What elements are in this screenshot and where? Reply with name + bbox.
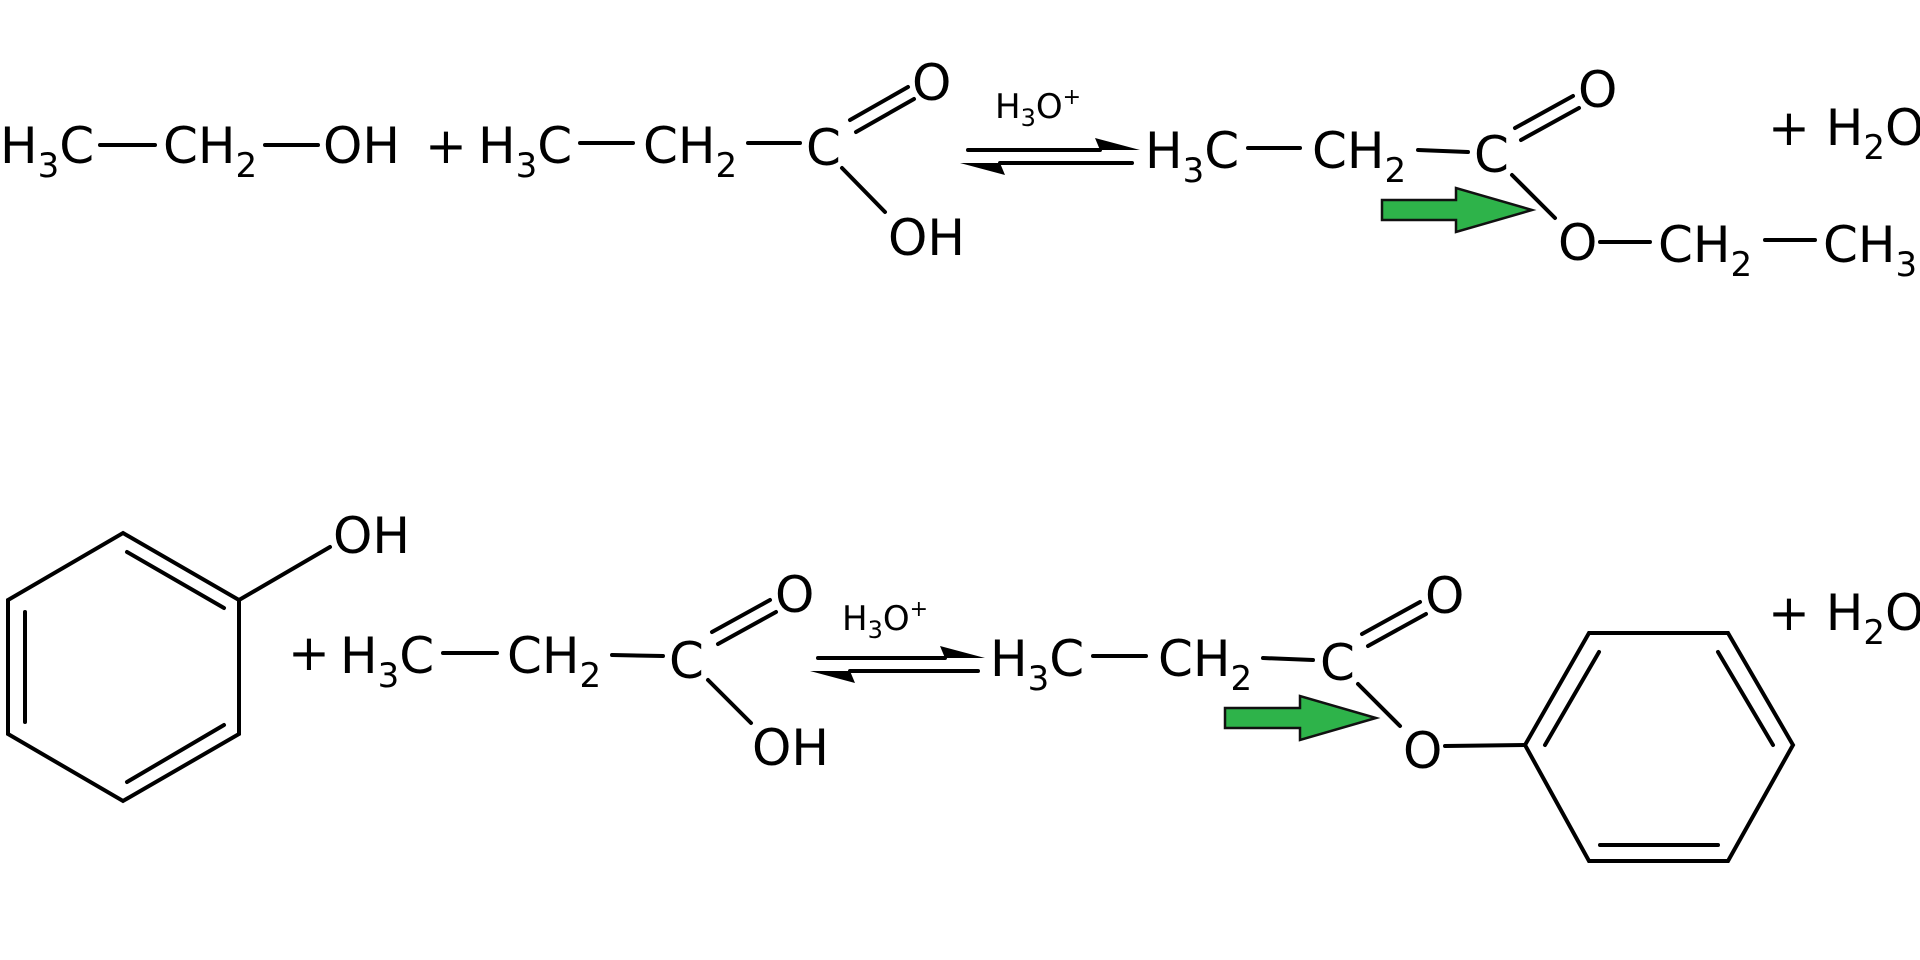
phenyl-double-bond-2	[1716, 650, 1775, 747]
reverse-arrow-head	[810, 671, 855, 683]
propanoic-acid: H3C CH2 C O OH	[478, 54, 965, 267]
acid-ch3: H3C	[340, 627, 434, 696]
ester-bond-ring	[1443, 743, 1527, 748]
phenyl-ring	[1522, 631, 1796, 863]
reaction-2: OH + H3C CH2 C O OH H3O+ H3C	[6, 507, 1920, 863]
ester-carbonyl-o: O	[1578, 61, 1617, 119]
ester-carbonyl-c: C	[1474, 126, 1509, 184]
ethanol: H3C CH2 OH	[0, 117, 400, 186]
highlight-arrow-icon	[1223, 694, 1381, 742]
acid-oh: OH	[752, 719, 829, 777]
water-product: + H2O	[1768, 99, 1920, 168]
acid-carbonyl-o: O	[912, 54, 951, 112]
phenyl-double-bond-1	[1543, 650, 1601, 747]
propanoic-acid: H3C CH2 C O OH	[340, 566, 829, 777]
acid-ch3: H3C	[478, 117, 572, 186]
ethanol-ch3: H3C	[0, 117, 94, 186]
acid-bond-oh	[706, 678, 753, 725]
forward-arrow-head	[1095, 138, 1140, 150]
phenol-double-bond-2	[125, 723, 226, 784]
catalyst-label: H3O+	[842, 597, 928, 644]
catalyst-h3o: H3O+	[995, 85, 1081, 132]
plus-sign: +	[288, 624, 330, 682]
acid-double-bond-a	[848, 85, 910, 122]
ethanol-oh: OH	[323, 117, 400, 175]
acid-ch2: CH2	[507, 627, 601, 696]
ester-ch3: H3C	[1145, 122, 1239, 191]
phenol-oh: OH	[333, 507, 410, 565]
water-product: + H2O	[1768, 584, 1920, 653]
acid-carbonyl-o: O	[775, 566, 814, 624]
plus-sign: +	[425, 117, 467, 175]
ester-carbonyl-c: C	[1320, 634, 1355, 692]
equilibrium-arrows	[960, 138, 1140, 175]
acid-bond-oh	[840, 166, 887, 214]
acid-oh: OH	[888, 209, 965, 267]
ester-carbonyl-o: O	[1425, 567, 1464, 625]
acid-carbonyl-c: C	[806, 119, 841, 177]
phenol-ring	[6, 530, 241, 804]
phenyl-propanoate: H3C CH2 C O O	[990, 567, 1796, 863]
ester-ch3b: CH3	[1823, 216, 1917, 285]
ester-double-bond-b	[1366, 612, 1428, 648]
acid-carbonyl-c: C	[669, 632, 704, 690]
reverse-arrow-head	[960, 163, 1005, 175]
ester-double-bond-a	[1513, 94, 1575, 130]
acid-ch2: CH2	[643, 117, 737, 186]
ester-bond-o	[1356, 682, 1402, 728]
ester-ch2: CH2	[1158, 630, 1252, 699]
ester-ch3: H3C	[990, 630, 1084, 699]
ester-single-o: O	[1558, 214, 1597, 272]
ester-ch2b: CH2	[1658, 216, 1752, 285]
ester-bond-o	[1510, 173, 1557, 220]
phenol-bond-oh	[237, 545, 332, 602]
acid-double-bond-b	[854, 97, 916, 134]
ester-bond-2	[1261, 656, 1315, 662]
ethyl-propanoate: H3C CH2 C O O CH2 CH3	[1145, 61, 1917, 285]
forward-arrow-head	[940, 646, 985, 658]
reaction-1: H3C CH2 OH + H3C CH2 C O OH H3O+	[0, 54, 1920, 285]
ester-single-o: O	[1403, 722, 1442, 780]
ethanol-ch2: CH2	[163, 117, 257, 186]
catalyst-h3o: H3O+	[842, 597, 928, 644]
ester-double-bond-a	[1360, 600, 1422, 636]
catalyst-label: H3O+	[995, 85, 1081, 132]
highlight-arrow-icon	[1380, 186, 1537, 234]
acid-bond-2	[610, 653, 665, 658]
phenol-double-bond-1	[125, 550, 226, 610]
acid-double-bond-a	[710, 598, 772, 634]
ester-ch2: CH2	[1312, 122, 1406, 191]
equilibrium-arrows	[810, 646, 985, 683]
ester-double-bond-b	[1519, 106, 1581, 142]
acid-double-bond-b	[716, 610, 778, 646]
ester-bond-2	[1416, 148, 1470, 154]
phenol: OH	[6, 507, 410, 804]
